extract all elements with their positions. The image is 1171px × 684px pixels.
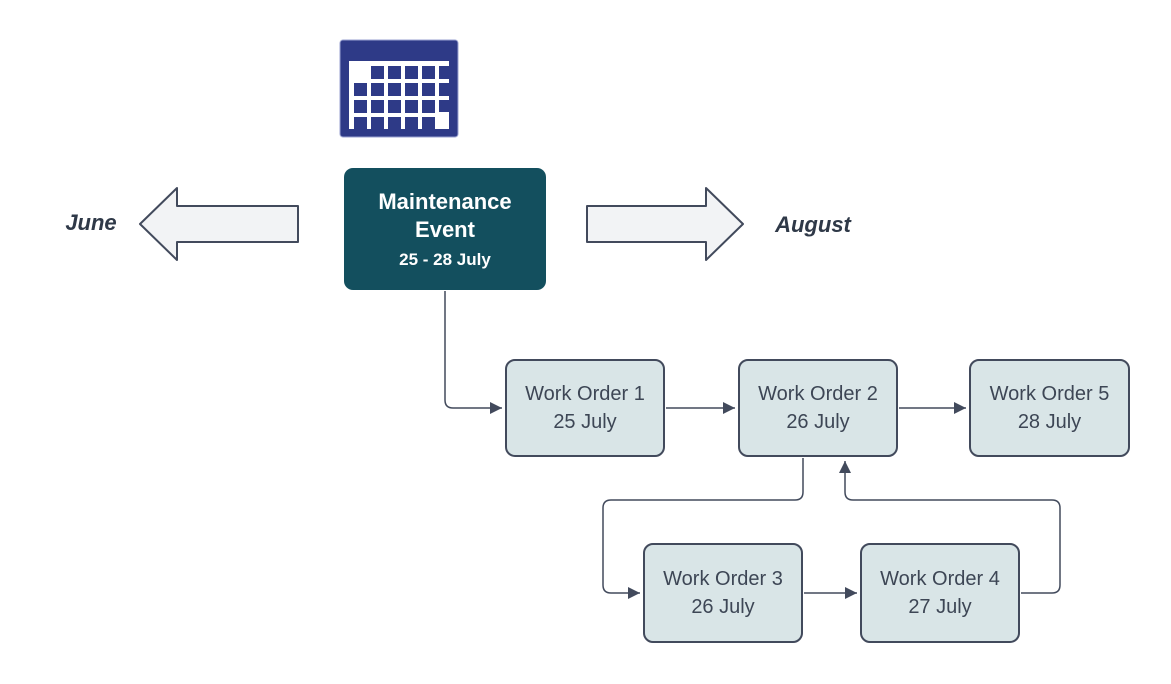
work-order-5-name: Work Order 5 bbox=[989, 383, 1110, 405]
maintenance-event-dates: 25 - 28 July bbox=[399, 249, 491, 269]
work-order-4-node: Work Order 4 27 July bbox=[860, 543, 1020, 643]
work-order-2-name: Work Order 2 bbox=[758, 383, 878, 405]
work-order-4-name: Work Order 4 bbox=[880, 568, 1000, 590]
work-order-3-date: 26 July bbox=[691, 596, 755, 618]
work-order-5-node: Work Order 5 28 July bbox=[969, 359, 1130, 457]
label-august: August bbox=[775, 212, 851, 237]
work-order-3-node: Work Order 3 26 July bbox=[643, 543, 803, 643]
work-order-2-node: Work Order 2 26 July bbox=[738, 359, 898, 457]
right-block-arrow bbox=[586, 187, 744, 261]
work-order-1-date: 25 July bbox=[553, 411, 617, 433]
work-order-4-date: 27 July bbox=[908, 596, 972, 618]
maintenance-event-title: Maintenance Event bbox=[378, 188, 512, 242]
maintenance-event-node: Maintenance Event 25 - 28 July bbox=[344, 168, 546, 290]
connector-wo2-to-wo3 bbox=[602, 458, 804, 599]
calendar-icon bbox=[339, 39, 459, 138]
left-block-arrow bbox=[139, 187, 299, 261]
connector-event-to-wo1 bbox=[444, 291, 502, 414]
work-order-1-node: Work Order 1 25 July bbox=[505, 359, 665, 457]
work-order-3-name: Work Order 3 bbox=[663, 568, 783, 590]
work-order-5-date: 28 July bbox=[1017, 411, 1082, 433]
work-order-2-date: 26 July bbox=[786, 411, 850, 433]
label-june: June bbox=[65, 210, 117, 235]
work-order-1-name: Work Order 1 bbox=[525, 383, 645, 405]
connector-wo4-to-wo2 bbox=[839, 461, 1061, 594]
